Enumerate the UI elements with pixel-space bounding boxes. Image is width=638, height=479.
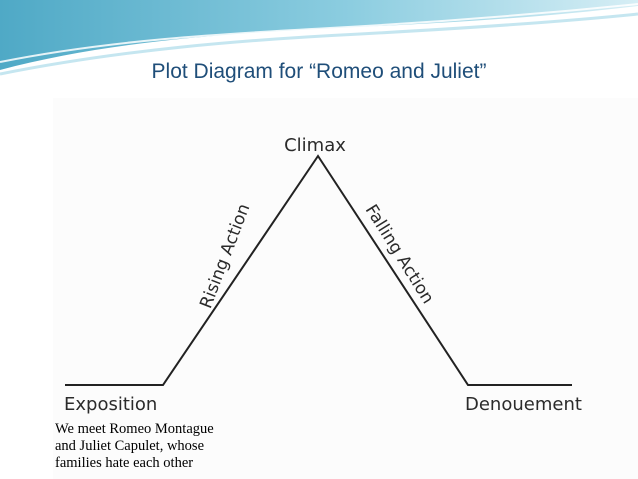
plot-line [65,156,572,385]
denouement-label: Denouement [465,394,582,415]
exposition-label: Exposition [64,394,157,415]
falling-action-label: Falling Action [361,201,438,307]
exposition-note-line: and Juliet Capulet, whose [55,438,275,455]
climax-label: Climax [284,135,346,156]
exposition-note-line: families hate each other [55,455,275,472]
rising-action-label: Rising Action [196,201,254,311]
exposition-note: We meet Romeo Montague and Juliet Capule… [55,421,275,472]
exposition-note-line: We meet Romeo Montague [55,421,275,438]
